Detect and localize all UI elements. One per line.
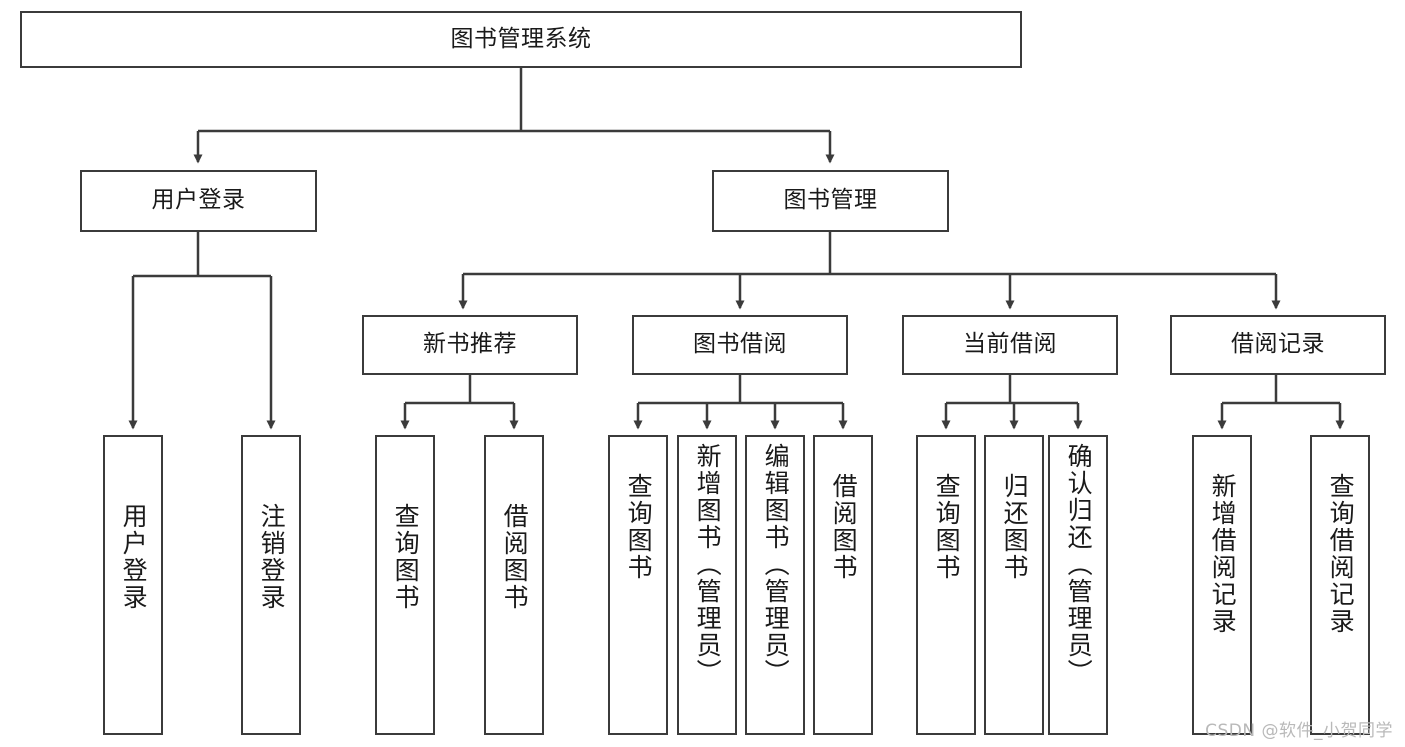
node-label: 确认归还（管理员） [1064, 443, 1094, 686]
leaf-add-book[interactable]: 新增图书（管理员） [677, 435, 737, 735]
node-label: 查询借阅记录 [1326, 473, 1356, 635]
leaf-borrow-book-recommend[interactable]: 借阅图书 [484, 435, 544, 735]
node-borrow-record[interactable]: 借阅记录 [1170, 315, 1386, 375]
node-current-borrow[interactable]: 当前借阅 [902, 315, 1118, 375]
node-label: 注销登录 [257, 503, 287, 611]
leaf-query-book-recommend[interactable]: 查询图书 [375, 435, 435, 735]
node-book-borrow[interactable]: 图书借阅 [632, 315, 848, 375]
node-label: 当前借阅 [963, 331, 1057, 358]
node-book-management[interactable]: 图书管理 [712, 170, 949, 232]
node-user-login[interactable]: 用户登录 [80, 170, 317, 232]
leaf-query-book-borrow[interactable]: 查询图书 [608, 435, 668, 735]
node-root-system[interactable]: 图书管理系统 [20, 11, 1022, 68]
leaf-return-book[interactable]: 归还图书 [984, 435, 1044, 735]
csdn-watermark: CSDN @软件_小贺同学 [1205, 721, 1393, 741]
node-label: 查询图书 [932, 473, 962, 581]
node-label: 借阅图书 [500, 503, 530, 611]
leaf-add-borrow-record[interactable]: 新增借阅记录 [1192, 435, 1252, 735]
node-label: 归还图书 [1000, 473, 1030, 581]
node-label: 编辑图书（管理员） [761, 443, 791, 686]
leaf-user-login[interactable]: 用户登录 [103, 435, 163, 735]
leaf-borrow-book[interactable]: 借阅图书 [813, 435, 873, 735]
node-label: 图书管理系统 [450, 25, 592, 52]
node-label: 用户登录 [119, 503, 149, 611]
leaf-user-logout[interactable]: 注销登录 [241, 435, 301, 735]
node-label: 查询图书 [624, 473, 654, 581]
node-new-book-recommend[interactable]: 新书推荐 [362, 315, 578, 375]
leaf-query-borrow-record[interactable]: 查询借阅记录 [1310, 435, 1370, 735]
node-label: 新书推荐 [423, 331, 517, 358]
node-label: 新增借阅记录 [1208, 473, 1238, 635]
node-label: 图书管理 [783, 187, 878, 214]
node-label: 查询图书 [391, 503, 421, 611]
node-label: 借阅图书 [829, 473, 859, 581]
leaf-query-book-current[interactable]: 查询图书 [916, 435, 976, 735]
leaf-edit-book[interactable]: 编辑图书（管理员） [745, 435, 805, 735]
node-label: 用户登录 [151, 187, 246, 214]
node-label: 新增图书（管理员） [693, 443, 723, 686]
node-label: 图书借阅 [693, 331, 787, 358]
leaf-confirm-return[interactable]: 确认归还（管理员） [1048, 435, 1108, 735]
node-label: 借阅记录 [1231, 331, 1325, 358]
